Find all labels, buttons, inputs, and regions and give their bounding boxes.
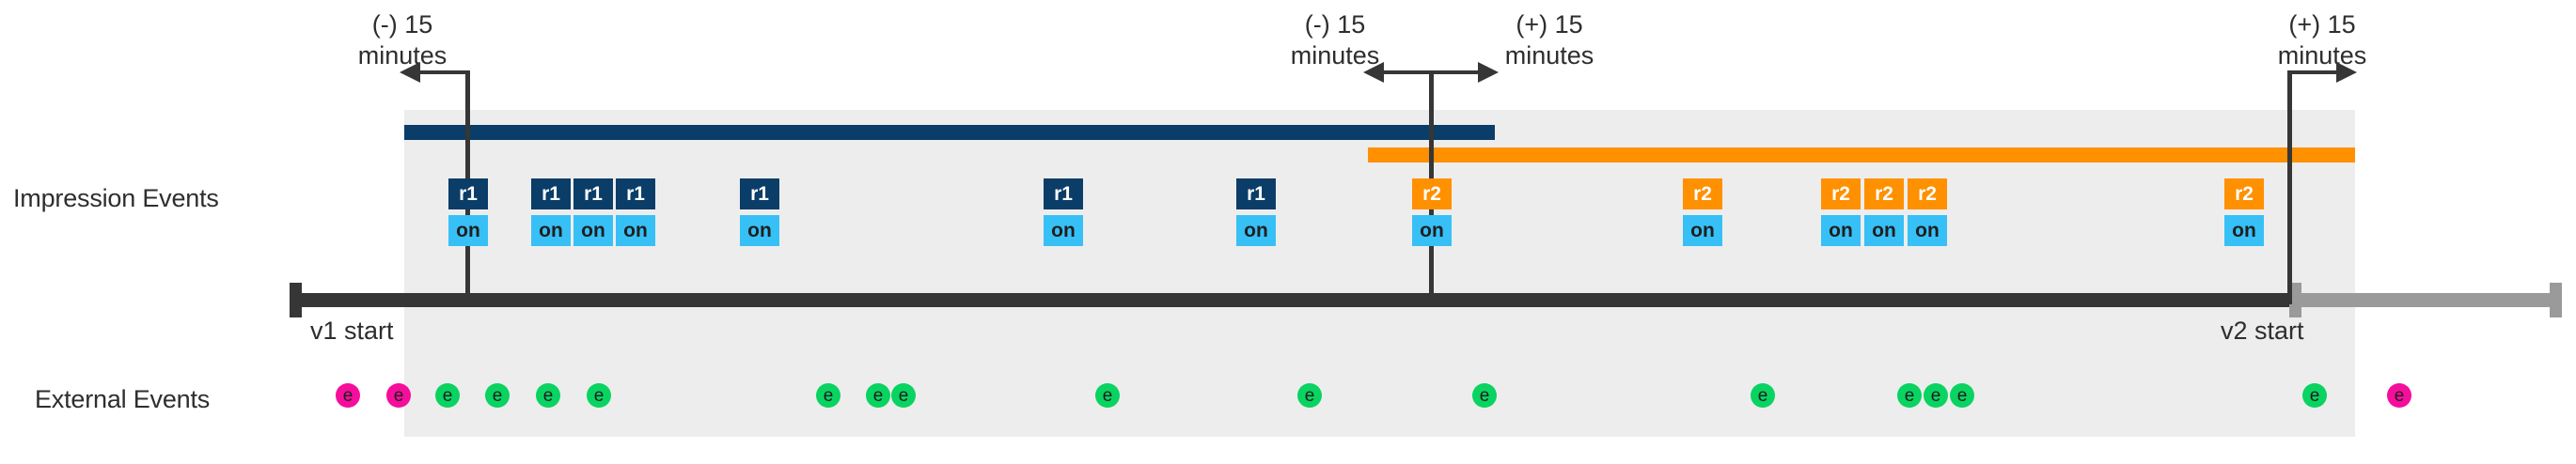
callout-v2-switch-plus-text: (+) 15 minutes xyxy=(1504,10,1594,70)
impression-request-badge: r2 xyxy=(1821,178,1861,209)
impression-event-column: r1 on xyxy=(616,178,655,246)
row-label-impression-events: Impression Events xyxy=(13,184,219,212)
impression-event-column: r1 on xyxy=(1044,178,1083,246)
impression-state-badge: on xyxy=(1864,215,1904,246)
timeline-end-cap-grey xyxy=(2550,283,2562,317)
impression-state-badge: on xyxy=(740,215,779,246)
impression-event-column: r1 on xyxy=(1236,178,1276,246)
timeline-segment-dark xyxy=(290,293,2289,307)
impression-event-column: r2 on xyxy=(2224,178,2264,246)
impression-event-column: r1 on xyxy=(740,178,779,246)
timeline-start-cap-dark xyxy=(290,283,302,317)
callout-v2-switch-plus-arrow xyxy=(1418,59,1512,87)
external-event-dot: e xyxy=(2387,383,2411,408)
impression-state-badge: on xyxy=(1908,215,1947,246)
timeline-segment-grey xyxy=(2289,293,2562,307)
observation-window-band xyxy=(404,110,2355,437)
external-event-dot: e xyxy=(536,383,560,408)
impression-event-column: r1 on xyxy=(531,178,571,246)
impression-request-badge: r1 xyxy=(616,178,655,209)
external-event-dot: e xyxy=(1950,383,1974,408)
external-event-dot: e xyxy=(435,383,460,408)
external-event-dot: e xyxy=(386,383,411,408)
external-event-dot: e xyxy=(1472,383,1497,408)
impression-request-badge: r2 xyxy=(1908,178,1947,209)
impression-request-badge: r1 xyxy=(1044,178,1083,209)
impression-request-badge: r1 xyxy=(1236,178,1276,209)
external-event-dot: e xyxy=(1751,383,1775,408)
version-bar-v1 xyxy=(404,125,1495,140)
external-event-dot: e xyxy=(891,383,916,408)
impression-event-column: r2 on xyxy=(1412,178,1452,246)
external-event-dot: e xyxy=(816,383,840,408)
impression-event-column: r2 on xyxy=(1864,178,1904,246)
timeline-start-cap-grey xyxy=(2289,283,2301,317)
marker-v1-start-label: v1 start xyxy=(310,317,394,345)
marker-v2-start-line xyxy=(2287,70,2292,304)
impression-request-badge: r1 xyxy=(740,178,779,209)
callout-v1-start-minus-text: (-) 15 minutes xyxy=(357,10,448,70)
impression-state-badge: on xyxy=(1683,215,1722,246)
callout-v2-start-plus-arrow xyxy=(2276,59,2370,87)
impression-state-badge: on xyxy=(1412,215,1452,246)
impression-state-badge: on xyxy=(573,215,613,246)
callout-v2-switch-minus-text: (-) 15 minutes xyxy=(1290,10,1380,70)
external-event-dot: e xyxy=(2302,383,2327,408)
impression-request-badge: r2 xyxy=(1683,178,1722,209)
impression-request-badge: r1 xyxy=(448,178,488,209)
version-bar-v2 xyxy=(1368,147,2355,162)
impression-request-badge: r1 xyxy=(531,178,571,209)
impression-state-badge: on xyxy=(531,215,571,246)
impression-event-column: r2 on xyxy=(1683,178,1722,246)
impression-event-column: r2 on xyxy=(1908,178,1947,246)
impression-request-badge: r2 xyxy=(2224,178,2264,209)
impression-event-column: r1 on xyxy=(573,178,613,246)
marker-v2-start-label: v2 start xyxy=(2221,317,2304,345)
row-label-external-events: External Events xyxy=(35,385,211,413)
external-event-dot: e xyxy=(866,383,890,408)
impression-state-badge: on xyxy=(448,215,488,246)
external-event-dot: e xyxy=(1897,383,1922,408)
impression-request-badge: r2 xyxy=(1864,178,1904,209)
callout-v1-start-minus-arrow xyxy=(386,59,480,87)
impression-request-badge: r1 xyxy=(573,178,613,209)
impression-event-column: r1 on xyxy=(448,178,488,246)
external-event-dot: e xyxy=(336,383,360,408)
impression-request-badge: r2 xyxy=(1412,178,1452,209)
external-event-dot: e xyxy=(1924,383,1948,408)
external-event-dot: e xyxy=(485,383,510,408)
impression-event-column: r2 on xyxy=(1821,178,1861,246)
external-event-dot: e xyxy=(1095,383,1120,408)
callout-v2-start-plus-text: (+) 15 minutes xyxy=(2277,10,2367,70)
impression-state-badge: on xyxy=(1044,215,1083,246)
impression-state-badge: on xyxy=(2224,215,2264,246)
impression-state-badge: on xyxy=(616,215,655,246)
impression-state-badge: on xyxy=(1236,215,1276,246)
external-event-dot: e xyxy=(587,383,611,408)
external-event-dot: e xyxy=(1297,383,1322,408)
impression-state-badge: on xyxy=(1821,215,1861,246)
